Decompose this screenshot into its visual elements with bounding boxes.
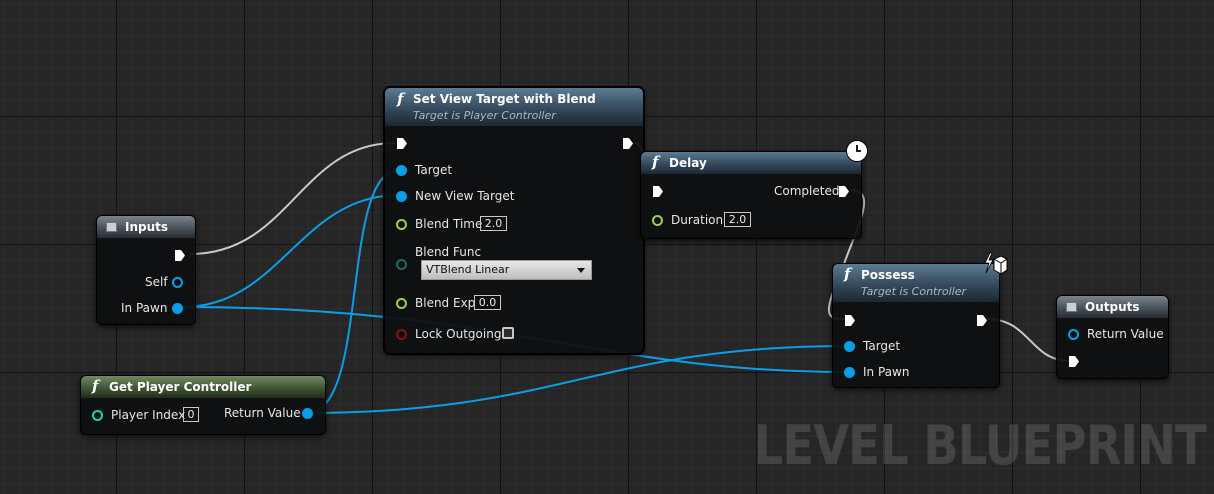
function-icon: f (397, 90, 404, 108)
in-pawn-pin-label: In Pawn (121, 301, 168, 315)
node-title: Delay (669, 156, 707, 170)
node-header: Inputs (97, 216, 195, 238)
lock-outgoing-checkbox[interactable] (502, 327, 514, 339)
node-title: Outputs (1085, 300, 1140, 314)
return-value-pin[interactable] (1068, 329, 1079, 340)
target-pin[interactable] (844, 341, 855, 352)
lock-outgoing-pin[interactable] (396, 329, 407, 340)
exec-wire (189, 142, 396, 255)
completed-pin-label: Completed (774, 184, 840, 198)
node-title: Set View Target with Blend (413, 92, 596, 106)
blend-func-pin-label: Blend Func (415, 245, 482, 259)
blend-time-pin-label: Blend Time (415, 217, 483, 231)
outputs-tunnel-node[interactable]: Outputs Return Value (1056, 295, 1169, 379)
clock-icon (846, 140, 868, 162)
in-pawn-pin-label: In Pawn (863, 365, 910, 379)
self-pin-label: Self (145, 275, 168, 289)
node-header: f Set View Target with Blend Target is P… (385, 88, 643, 126)
duration-pin[interactable] (652, 215, 663, 226)
node-header: f Delay (641, 152, 861, 174)
blend-time-input[interactable]: 2.0 (480, 216, 507, 231)
object-wire (306, 345, 848, 414)
target-pin-label: Target (415, 163, 453, 177)
blend-func-dropdown[interactable]: VTBlend Linear (421, 260, 592, 280)
tunnel-icon (1066, 302, 1077, 312)
target-pin[interactable] (396, 165, 407, 176)
return-value-pin-label: Return Value (224, 406, 301, 420)
player-index-pin[interactable] (92, 410, 103, 421)
return-value-pin[interactable] (302, 408, 313, 419)
node-header: f Possess Target is Controller (833, 264, 999, 302)
node-header: f Get Player Controller (81, 376, 325, 398)
exec-in-pin[interactable] (396, 137, 408, 150)
node-title: Inputs (125, 220, 169, 234)
duration-pin-label: Duration (671, 213, 724, 227)
get-player-controller-node[interactable]: f Get Player Controller Player Index 0 R… (80, 375, 326, 435)
duration-input[interactable]: 2.0 (724, 212, 751, 227)
function-icon: f (652, 153, 659, 171)
target-pin-label: Target (863, 339, 901, 353)
completed-exec-pin[interactable] (838, 185, 850, 198)
node-subtitle: Target is Player Controller (413, 109, 556, 122)
self-pin[interactable] (172, 277, 183, 288)
blend-exp-pin[interactable] (396, 298, 407, 309)
tunnel-icon (106, 222, 117, 232)
new-view-target-pin[interactable] (396, 191, 407, 202)
function-icon: f (844, 265, 851, 283)
blend-time-pin[interactable] (396, 219, 407, 230)
set-view-target-with-blend-node[interactable]: f Set View Target with Blend Target is P… (384, 87, 644, 354)
node-header: Outputs (1057, 296, 1168, 318)
level-blueprint-watermark: LEVEL BLUEPRINT (753, 414, 1207, 477)
function-icon: f (92, 377, 99, 395)
exec-out-pin[interactable] (622, 137, 634, 150)
exec-in-pin[interactable] (652, 185, 664, 198)
network-authority-icon (984, 252, 1008, 275)
blend-exp-input[interactable]: 0.0 (474, 295, 501, 310)
in-pawn-pin[interactable] (172, 303, 183, 314)
inputs-tunnel-node[interactable]: Inputs Self In Pawn (96, 215, 196, 325)
player-index-pin-label: Player Index (111, 408, 186, 422)
chevron-down-icon (577, 268, 585, 273)
lock-outgoing-pin-label: Lock Outgoing (415, 327, 502, 341)
blend-func-pin[interactable] (396, 259, 407, 270)
blend-func-selected-value: VTBlend Linear (426, 263, 510, 276)
delay-node[interactable]: f Delay Completed Duration 2.0 (640, 151, 862, 239)
exec-in-pin[interactable] (844, 314, 856, 327)
possess-node[interactable]: f Possess Target is Controller Target In… (832, 263, 1000, 388)
return-value-pin-label: Return Value (1087, 327, 1164, 341)
blend-exp-pin-label: Blend Exp (415, 296, 476, 310)
exec-in-pin[interactable] (1068, 355, 1080, 368)
node-title: Get Player Controller (109, 380, 252, 394)
node-subtitle: Target is Controller (861, 285, 967, 298)
exec-out-pin[interactable] (976, 314, 988, 327)
object-wire (182, 194, 400, 308)
in-pawn-pin[interactable] (844, 367, 855, 378)
node-title: Possess (861, 268, 915, 282)
player-index-input[interactable]: 0 (183, 407, 199, 422)
new-view-target-pin-label: New View Target (415, 189, 515, 203)
exec-out-pin[interactable] (174, 249, 186, 262)
